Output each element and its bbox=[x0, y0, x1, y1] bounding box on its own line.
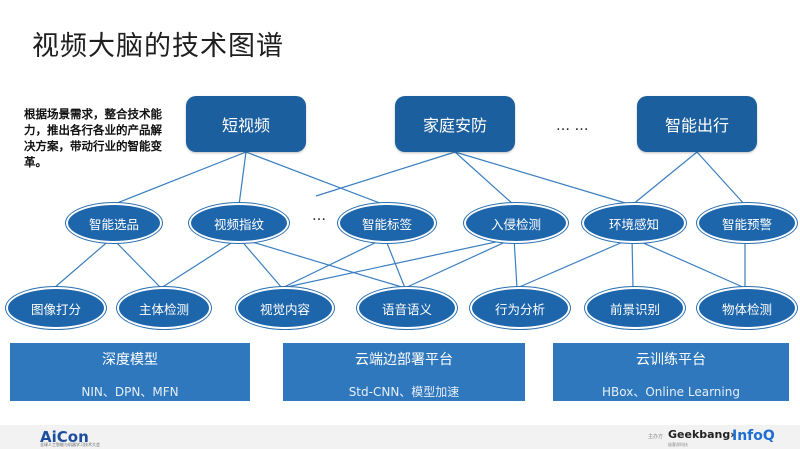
description-text: 根据场景需求，整合技术能力，推出各行各业的产品解决方案，带动行业的智能变革。 bbox=[24, 107, 162, 169]
middle-node-smart-tagging: 智能标签 bbox=[338, 203, 436, 243]
aicon-logo-subtitle: 全球人工智能与机器学习技术大会 bbox=[40, 442, 100, 447]
top-node-smart-travel: 智能出行 bbox=[637, 96, 757, 152]
bottom-node-subject-detection: 主体检测 bbox=[117, 287, 211, 329]
base-subtitle: Std-CNN、模型加速 bbox=[348, 385, 460, 399]
bottom-node-speech-semantics: 语音语义 bbox=[357, 287, 457, 329]
host-label: 主办方 bbox=[648, 434, 664, 440]
base-title: 云训练平台 bbox=[636, 352, 706, 368]
geekbang-logo-subtitle: 极客邦科技 bbox=[668, 442, 688, 447]
page-title: 视频大脑的技术图谱 bbox=[32, 31, 284, 62]
base-subtitle: HBox、Online Learning bbox=[602, 385, 740, 399]
middle-node-smart-selection: 智能选品 bbox=[66, 203, 162, 243]
geekbang-logo: Geekbang› bbox=[668, 428, 735, 441]
infoq-logo: InfoQ bbox=[732, 428, 775, 444]
bottom-node-foreground-recognition: 前景识别 bbox=[585, 287, 685, 329]
bottom-node-image-scoring: 图像打分 bbox=[6, 287, 106, 329]
top-node-home-security: 家庭安防 bbox=[395, 96, 515, 152]
bottom-node-visual-content: 视觉内容 bbox=[236, 287, 334, 329]
base-deep-models: 深度模型 NIN、DPN、MFN bbox=[10, 343, 250, 401]
footer-bar bbox=[0, 425, 800, 449]
top-ellipsis: … … bbox=[556, 118, 589, 134]
middle-node-smart-alert: 智能预警 bbox=[697, 203, 797, 243]
base-title: 云端边部署平台 bbox=[355, 352, 453, 368]
base-subtitle: NIN、DPN、MFN bbox=[81, 385, 179, 399]
base-cloud-training: 云训练平台 HBox、Online Learning bbox=[553, 343, 789, 401]
middle-node-environment-perception: 环境感知 bbox=[582, 203, 686, 243]
aicon-logo: AiCon bbox=[40, 428, 89, 446]
bottom-node-behavior-analysis: 行为分析 bbox=[470, 287, 570, 329]
base-title: 深度模型 bbox=[102, 352, 158, 368]
base-cloud-edge-deployment: 云端边部署平台 Std-CNN、模型加速 bbox=[283, 343, 525, 401]
middle-node-video-fingerprint: 视频指纹 bbox=[189, 203, 289, 243]
middle-ellipsis: … bbox=[312, 208, 326, 224]
bottom-node-object-detection: 物体检测 bbox=[697, 287, 797, 329]
top-node-short-video: 短视频 bbox=[186, 96, 306, 152]
middle-node-intrusion-detection: 入侵检测 bbox=[464, 203, 568, 243]
